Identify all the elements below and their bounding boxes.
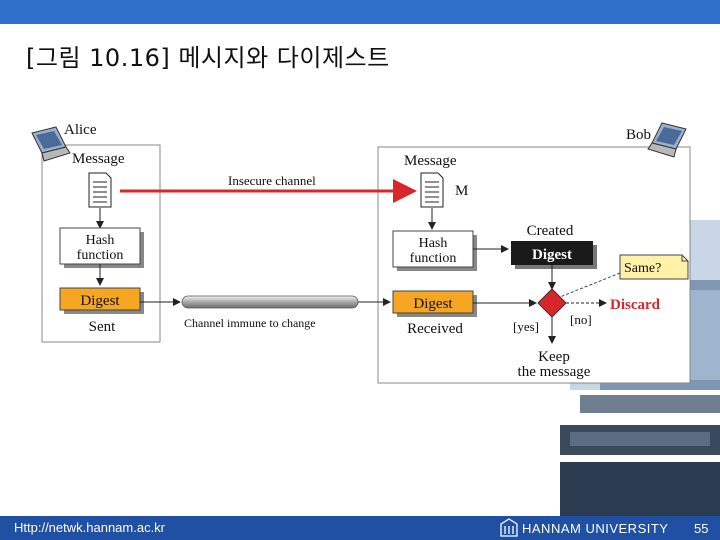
bob-laptop-icon [647, 122, 687, 158]
bottom-bar: Http://netwk.hannam.ac.kr HANNAM UNIVERS… [0, 516, 720, 540]
alice-hash-function-box [59, 227, 141, 265]
footer-url[interactable]: Http://netwk.hannam.ac.kr [14, 520, 166, 535]
alice-document-icon [88, 172, 112, 208]
bob-message-label: Message [404, 153, 457, 169]
insecure-channel-label: Insecure channel [228, 173, 316, 188]
bob-label: Bob [626, 127, 651, 143]
alice-digest-label: Digest [80, 293, 120, 309]
page-number: 55 [694, 521, 709, 536]
university-name: HANNAM UNIVERSITY [522, 521, 669, 536]
created-digest-label: Digest [532, 247, 572, 263]
channel-immune-pipe [181, 295, 359, 309]
no-label: [no] [570, 312, 592, 327]
discard-label: Discard [610, 297, 661, 313]
same-label: Same? [624, 261, 661, 276]
sent-label: Sent [89, 319, 117, 335]
alice-hash-line1: Hash [86, 233, 115, 248]
slide-title: [그림 10.16] 메시지와 다이제스트 [26, 44, 390, 72]
alice-laptop-icon [31, 126, 71, 162]
bob-document-icon [420, 172, 444, 208]
received-label: Received [407, 321, 463, 337]
created-digest-box [511, 241, 593, 265]
same-note-box [619, 254, 689, 280]
bob-hash-line2: function [410, 251, 457, 266]
alice-label: Alice [64, 122, 97, 138]
keep-line1: Keep [538, 349, 570, 365]
yes-label: [yes] [513, 319, 539, 334]
created-label: Created [527, 223, 574, 239]
university-logo-icon [500, 518, 518, 537]
digest-diagram: Alice Bob Message Hash function Digest S… [31, 122, 691, 384]
received-digest-box [392, 290, 474, 314]
bob-hash-line1: Hash [419, 236, 448, 251]
alice-message-label: Message [72, 151, 125, 167]
channel-immune-label: Channel immune to change [184, 316, 316, 330]
alice-digest-box [59, 287, 141, 311]
m-label: M [455, 183, 468, 199]
received-digest-label: Digest [413, 296, 453, 312]
bob-hash-function-box [392, 230, 474, 268]
keep-line2: the message [518, 364, 591, 380]
top-bar [0, 0, 720, 24]
alice-hash-line2: function [77, 248, 124, 263]
